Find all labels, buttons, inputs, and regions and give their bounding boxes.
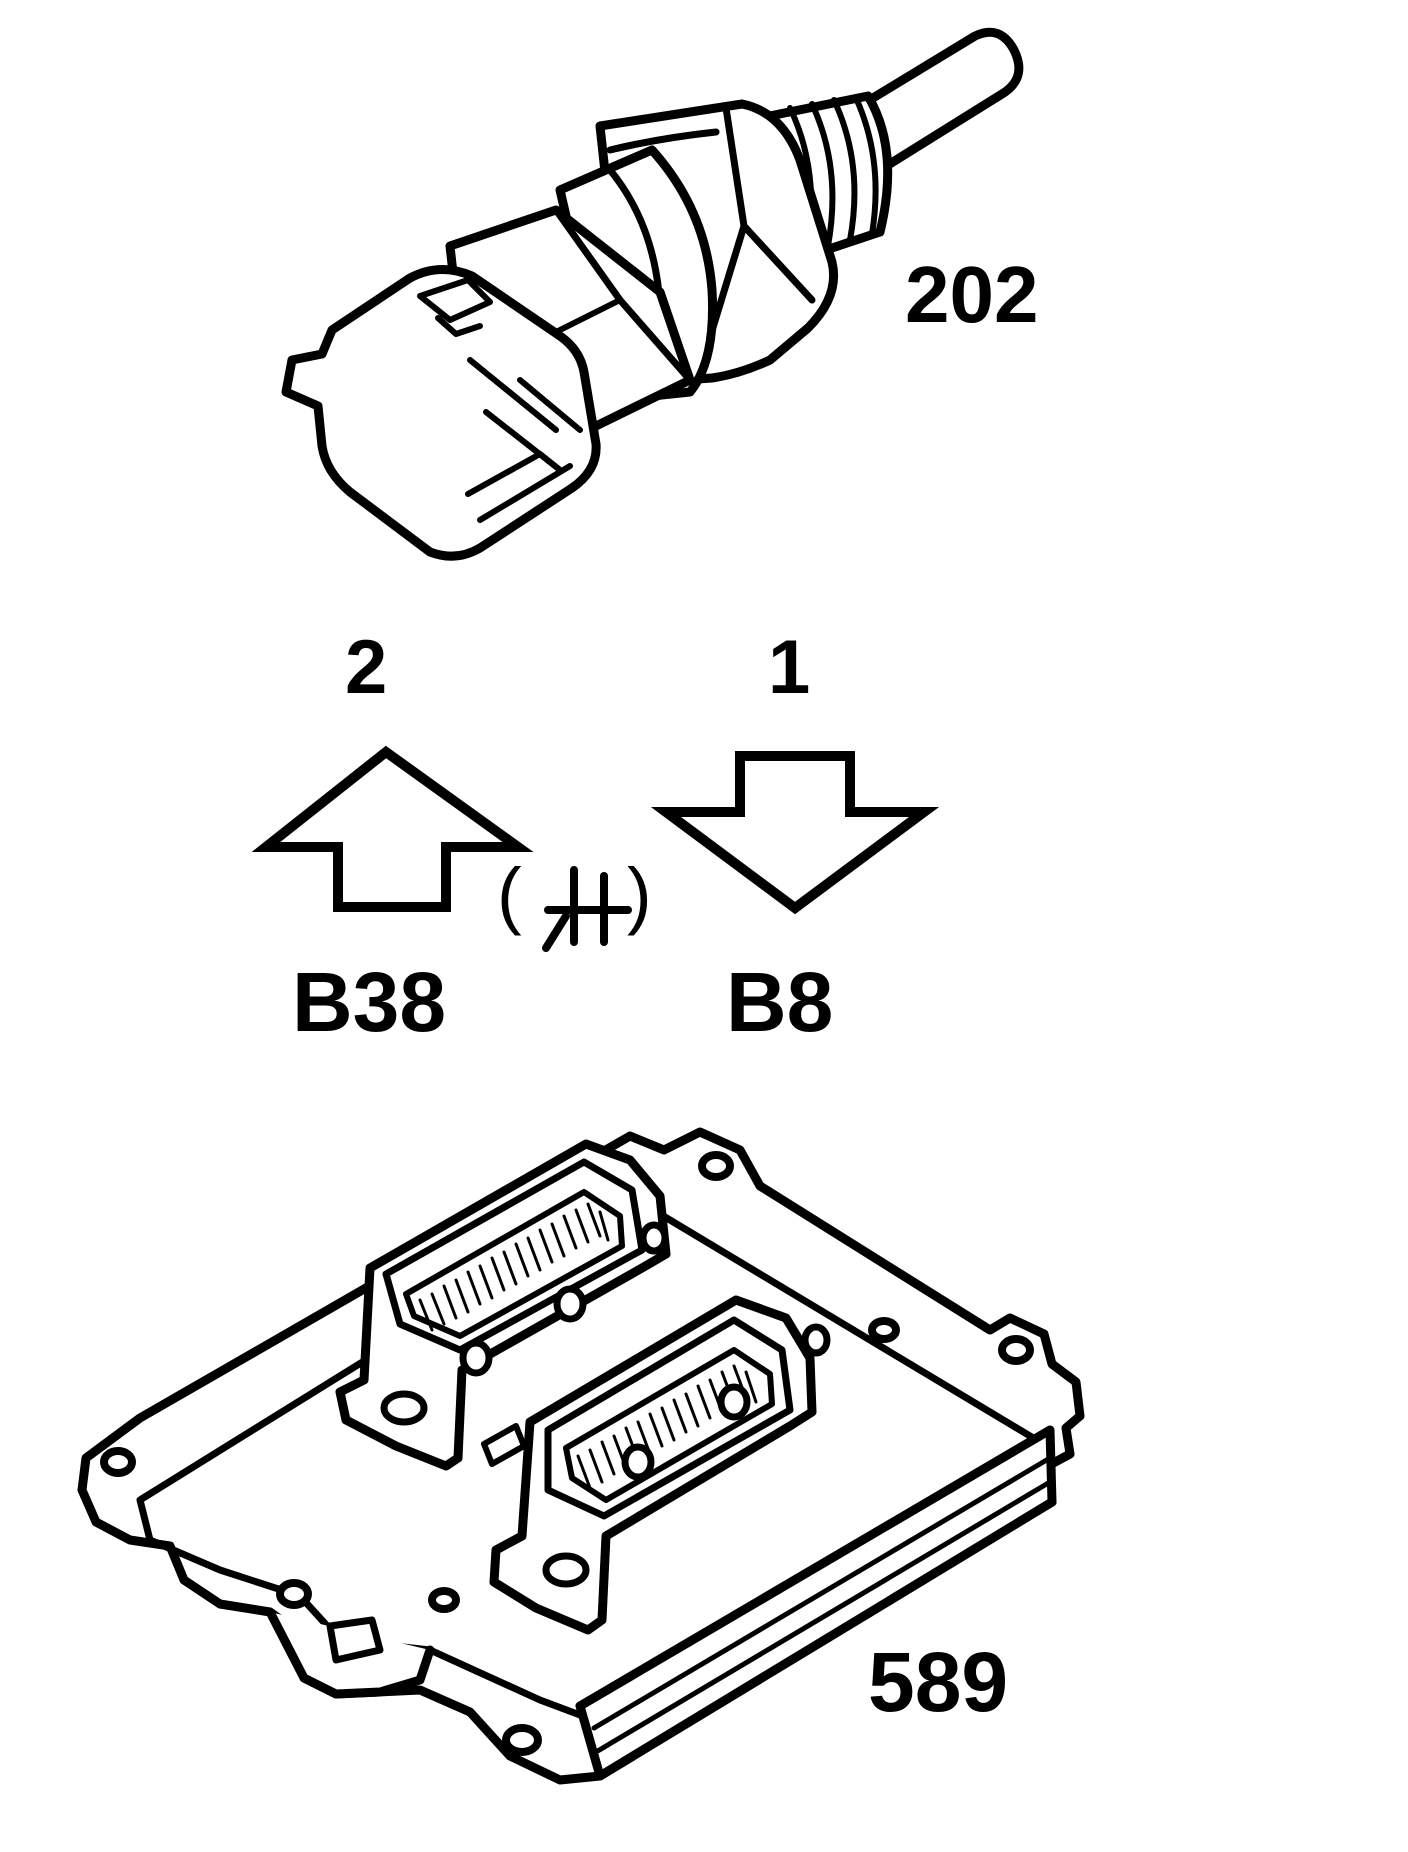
control-unit-id-label: 589	[868, 1635, 1009, 1729]
pin-2-label: 2	[345, 625, 388, 710]
signal-down-arrow	[650, 751, 940, 915]
temperature-sensor-icon	[281, 27, 1024, 561]
control-module-icon	[77, 1127, 1085, 1785]
ground-symbol-icon	[542, 866, 632, 952]
pin-1-label: 1	[768, 625, 811, 710]
terminal-b8-label: B8	[726, 955, 834, 1049]
signal-up-arrow	[251, 745, 534, 912]
ground-paren-open: (	[497, 853, 522, 936]
sensor-id-label: 202	[905, 250, 1039, 339]
terminal-b38-label: B38	[292, 955, 447, 1049]
ground-paren-close: )	[627, 853, 652, 936]
